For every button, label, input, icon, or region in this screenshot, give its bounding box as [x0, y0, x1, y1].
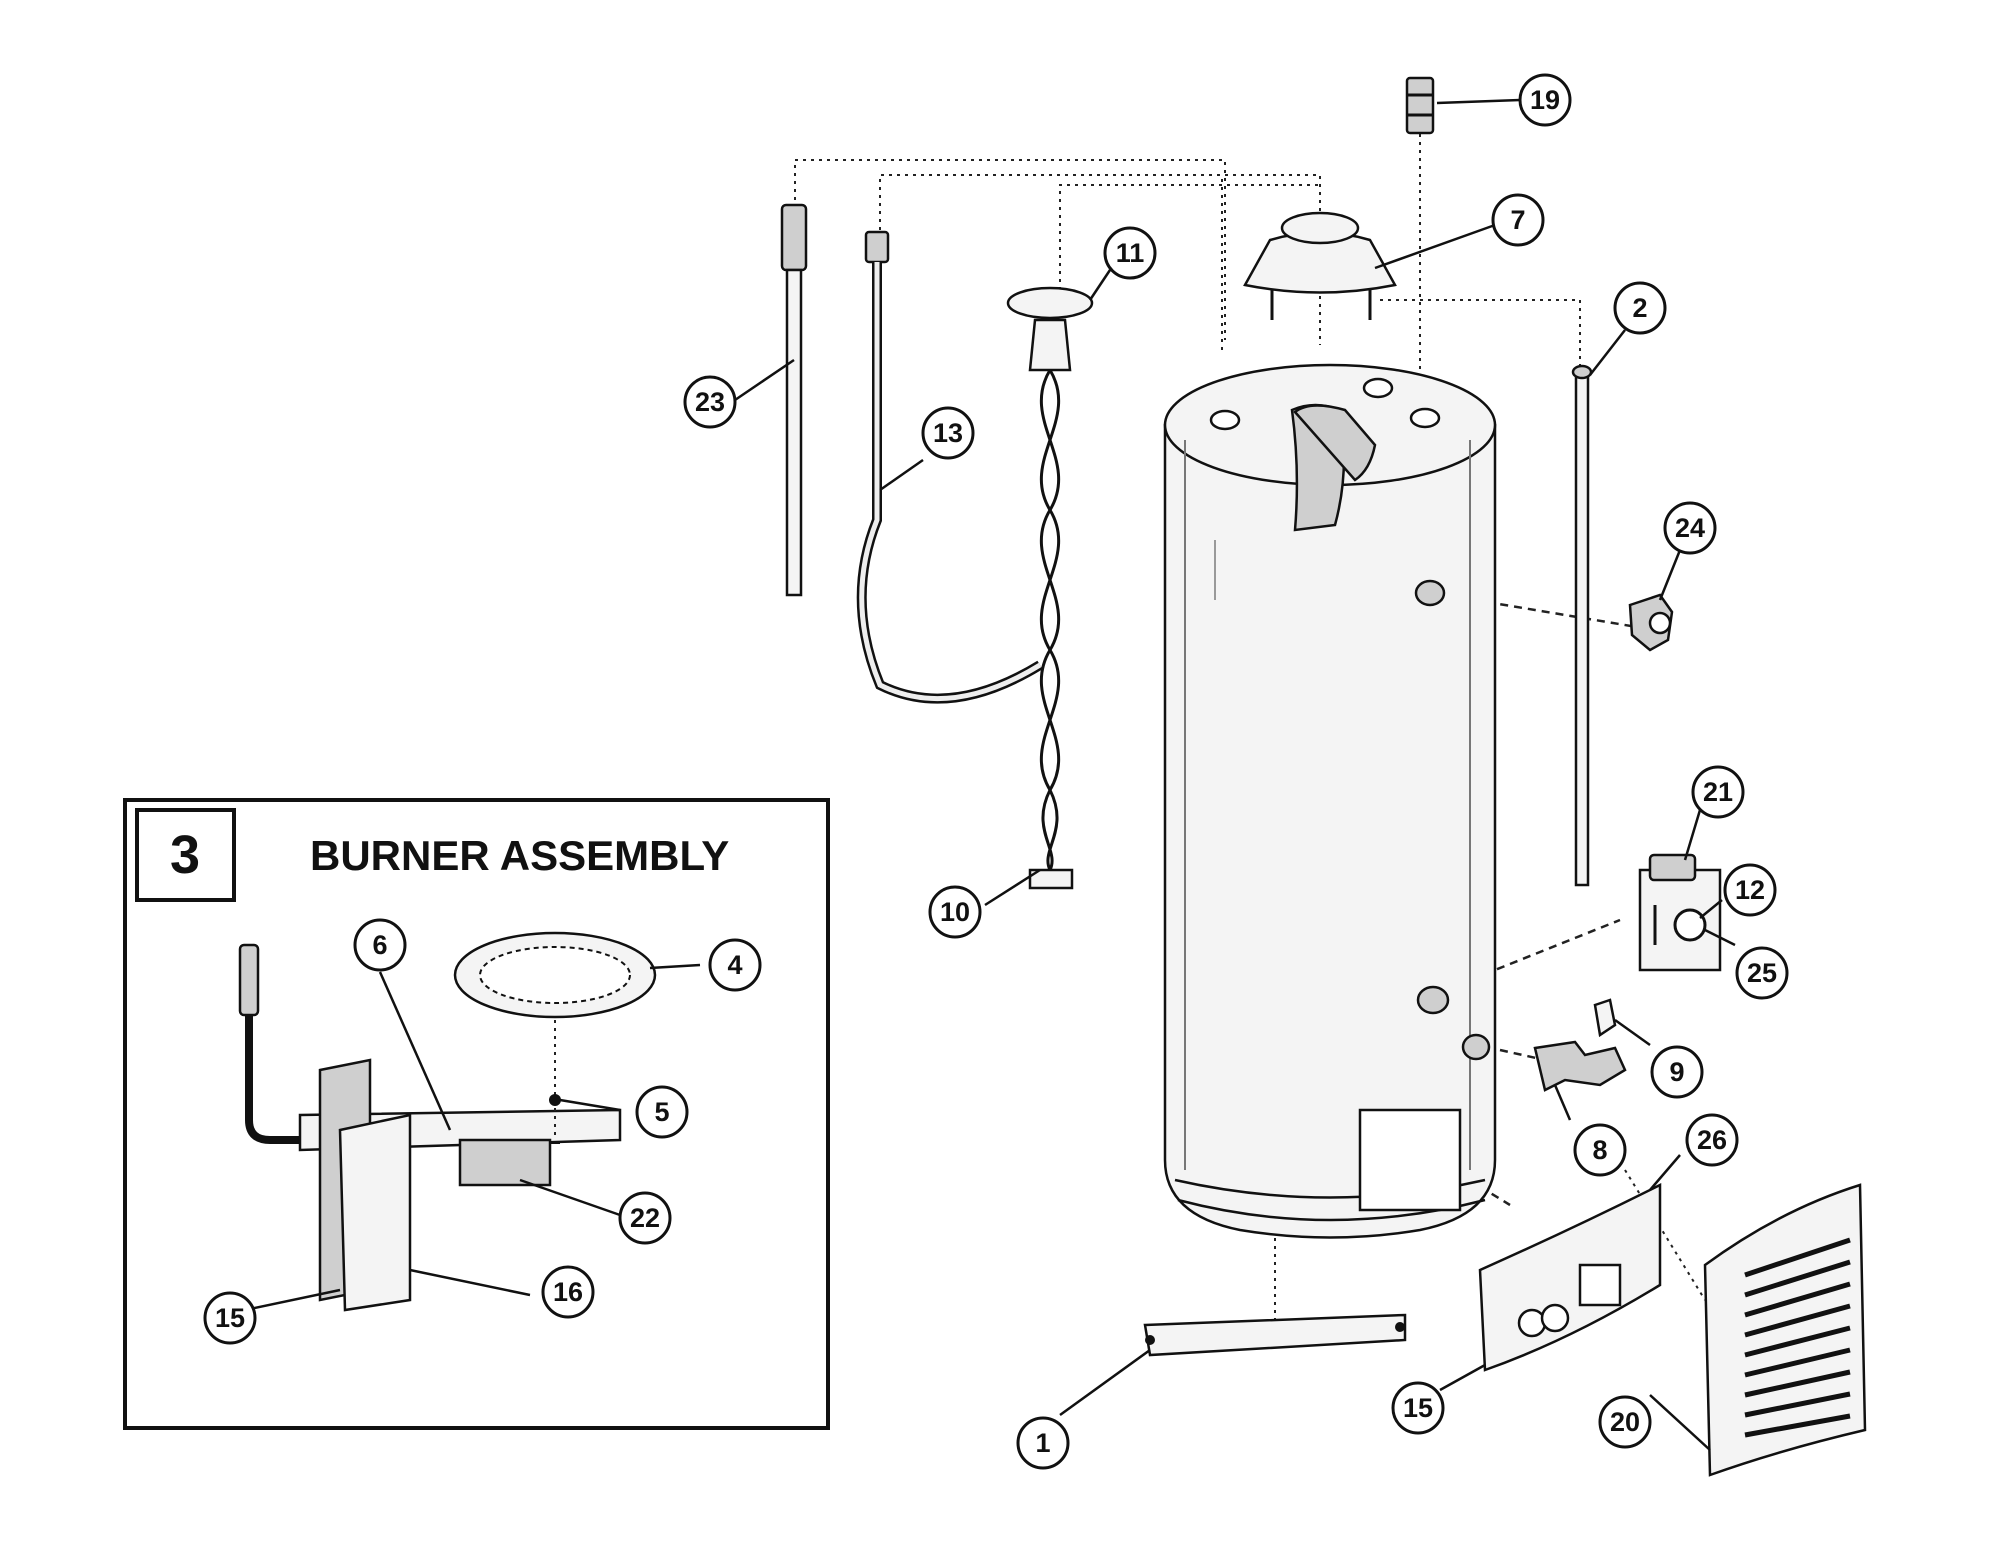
callout-23: 23 — [683, 375, 737, 429]
callout-1: 1 — [1016, 1416, 1070, 1470]
svg-text:26: 26 — [1697, 1125, 1727, 1155]
svg-text:21: 21 — [1703, 777, 1733, 807]
callout-2: 2 — [1613, 281, 1667, 335]
callout-15-inset: 15 — [203, 1291, 257, 1345]
part-1-bracket — [1143, 1313, 1407, 1357]
callout-19: 19 — [1518, 73, 1572, 127]
part-13-dip-tube — [856, 230, 1043, 704]
part-20-outer-door — [1703, 1183, 1867, 1477]
callout-13: 13 — [921, 406, 975, 460]
callout-22: 22 — [618, 1191, 672, 1245]
part-24-valve — [1628, 593, 1674, 652]
svg-text:2: 2 — [1632, 293, 1647, 323]
svg-text:11: 11 — [1116, 238, 1145, 268]
part-12-gas-control — [1638, 853, 1722, 972]
callout-21: 21 — [1691, 765, 1745, 819]
svg-text:10: 10 — [940, 897, 970, 927]
part-19-nipple — [1405, 76, 1435, 135]
inset-title: BURNER ASSEMBLY — [310, 832, 729, 879]
svg-text:22: 22 — [630, 1203, 660, 1233]
svg-text:15: 15 — [1403, 1393, 1433, 1423]
callout-10: 10 — [928, 885, 982, 939]
part-9-8-drain-valve — [1533, 998, 1627, 1092]
callout-26: 26 — [1685, 1113, 1739, 1167]
svg-text:13: 13 — [933, 418, 963, 448]
callout-8: 8 — [1573, 1123, 1627, 1177]
svg-text:25: 25 — [1747, 958, 1777, 988]
svg-text:7: 7 — [1510, 205, 1525, 235]
callout-16: 16 — [541, 1265, 595, 1319]
svg-text:12: 12 — [1735, 875, 1765, 905]
callout-7: 7 — [1491, 193, 1545, 247]
leader-lines — [244, 98, 1736, 1451]
water-heater-tank — [1163, 363, 1497, 1239]
svg-text:23: 23 — [695, 387, 725, 417]
part-7-draft-hood — [1243, 211, 1397, 320]
svg-text:24: 24 — [1675, 513, 1705, 543]
callout-20: 20 — [1598, 1395, 1652, 1449]
svg-text:1: 1 — [1035, 1428, 1050, 1458]
callout-25: 25 — [1735, 946, 1789, 1000]
svg-text:20: 20 — [1610, 1407, 1640, 1437]
callout-4: 4 — [708, 938, 762, 992]
part-11-10-flue-baffle — [1006, 286, 1094, 890]
svg-text:9: 9 — [1669, 1057, 1684, 1087]
callout-5: 5 — [635, 1085, 689, 1139]
callout-6: 6 — [353, 918, 407, 972]
svg-text:15: 15 — [215, 1303, 245, 1333]
svg-text:16: 16 — [553, 1277, 583, 1307]
svg-text:6: 6 — [372, 930, 387, 960]
svg-text:5: 5 — [654, 1097, 669, 1127]
callout-15-main: 15 — [1391, 1381, 1445, 1435]
svg-text:19: 19 — [1530, 85, 1560, 115]
callout-9: 9 — [1650, 1045, 1704, 1099]
callout-11: 11 — [1103, 226, 1157, 280]
part-23-anode-rod — [780, 203, 808, 597]
callout-12: 12 — [1723, 863, 1777, 917]
inset-number: 3 — [170, 825, 200, 885]
callout-24: 24 — [1663, 501, 1717, 555]
svg-text:8: 8 — [1592, 1135, 1607, 1165]
part-26-inner-door — [1478, 1182, 1662, 1372]
svg-text:4: 4 — [727, 950, 742, 980]
part-2-anode — [1571, 364, 1593, 887]
